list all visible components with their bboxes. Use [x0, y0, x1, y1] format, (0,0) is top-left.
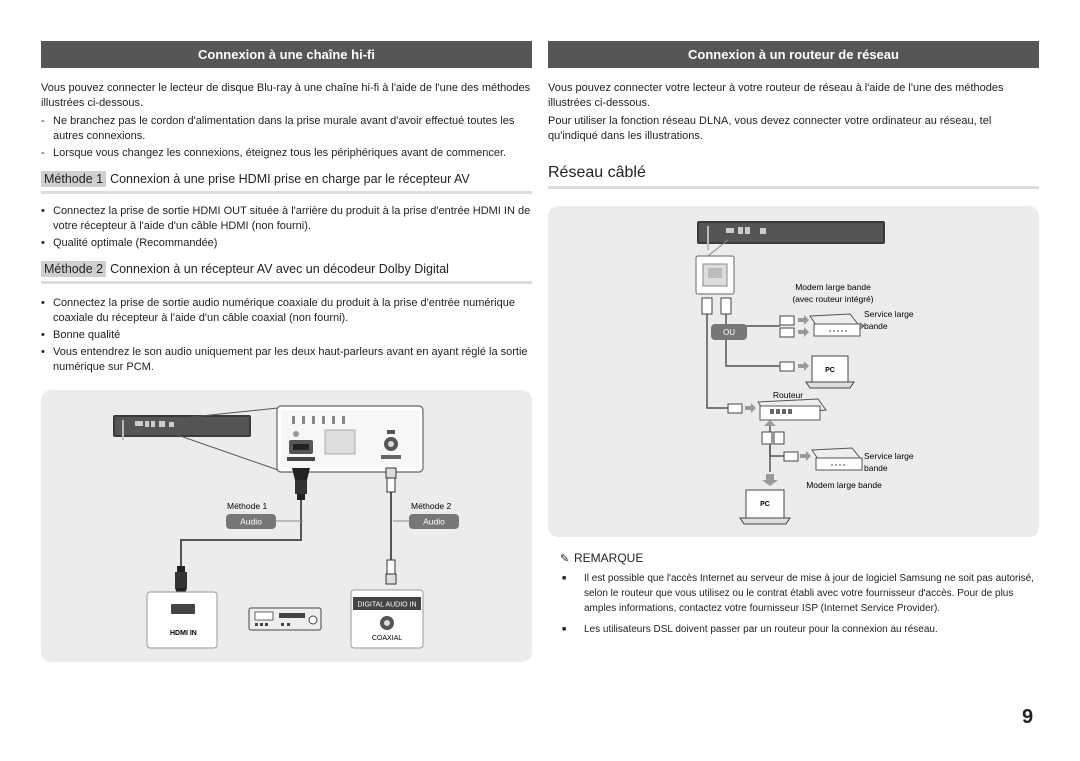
- router-icon: [757, 398, 827, 421]
- ethernet-plug-icon: [779, 327, 795, 338]
- digital-audio-in-label: DIGITAL AUDIO IN: [357, 602, 416, 609]
- ethernet-plug-icon: [761, 431, 773, 445]
- or-badge-text: OU: [723, 328, 735, 337]
- method2-title: Connexion à un récepteur AV avec un déco…: [110, 262, 449, 276]
- method1-title: Connexion à une prise HDMI prise en char…: [110, 172, 470, 186]
- modem-router-icon: [809, 313, 861, 337]
- laptop-pc-icon: PC: [739, 489, 791, 525]
- broadband-service-label-1a: Service large: [864, 309, 914, 319]
- digital-audio-in-box: DIGITAL AUDIO IN COAXIAL: [350, 589, 424, 649]
- bluray-player-icon: [113, 415, 251, 440]
- hifi-intro: Vous pouvez connecter le lecteur de disq…: [41, 82, 531, 109]
- coaxial-plug-bottom: [385, 559, 397, 585]
- ethernet-plug-icon: [773, 431, 785, 445]
- method2-bullet-1: Connectez la prise de sortie audio numér…: [41, 296, 532, 326]
- network-intro-1: Vous pouvez connecter votre lecteur à vo…: [548, 82, 1004, 109]
- modem-router-label-2: (avec routeur intégré): [792, 294, 873, 304]
- method1-bullet-2: Qualité optimale (Recommandée): [41, 236, 532, 251]
- broadband-service-label-1b: bande: [864, 321, 888, 331]
- modem-icon: [811, 447, 863, 471]
- arrow-right-icon: [798, 327, 809, 337]
- lan-port-zoom: [695, 255, 735, 295]
- laptop-pc-icon: PC: [805, 355, 855, 389]
- audio-badge-2: [409, 514, 459, 529]
- method2-bullet-3: Vous entendrez le son audio uniquement p…: [41, 345, 532, 375]
- broadband-service-label-2a: Service large: [864, 451, 914, 461]
- av-receiver-icon: [248, 607, 322, 631]
- hifi-banner: Connexion à une chaîne hi-fi: [41, 41, 532, 68]
- arrow-right-icon: [800, 451, 811, 461]
- ethernet-plug-icon: [701, 297, 713, 315]
- network-intro-2: Pour utiliser la fonction réseau DLNA, v…: [548, 115, 992, 142]
- pc-label-1: PC: [825, 367, 835, 374]
- rear-panel-zoom: [276, 405, 424, 473]
- ethernet-plug-icon: [727, 403, 743, 414]
- arrow-right-icon: [798, 315, 809, 325]
- hifi-diagram: Méthode 1 Audio Méthode 2 Audio HDMI IN …: [113, 405, 459, 649]
- bluray-player-icon: [697, 221, 885, 250]
- note-title: REMARQUE: [574, 551, 644, 565]
- hifi-section: Connexion à une chaîne hi-fi Vous pouvez…: [41, 41, 532, 375]
- audio-badge-2-text: Audio: [423, 517, 445, 527]
- method2-tag: Méthode 2: [41, 261, 107, 277]
- page-number: 9: [1022, 706, 1034, 728]
- method2-label: Méthode 2: [411, 501, 451, 511]
- broadband-service-label-2b: bande: [864, 463, 888, 473]
- pc-label-2: PC: [760, 501, 770, 508]
- note-item-2: Les utilisateurs DSL doivent passer par …: [560, 622, 1035, 637]
- hdmi-plug-top: [292, 468, 310, 500]
- method1-label: Méthode 1: [227, 501, 267, 511]
- pencil-icon: ✎: [560, 552, 570, 565]
- modem-label-2: Modem large bande: [806, 480, 882, 490]
- ethernet-plug-icon: [720, 297, 732, 315]
- note-section: ✎ REMARQUE Il est possible que l'accès I…: [560, 551, 1035, 637]
- audio-badge-1: [226, 514, 276, 529]
- modem-router-label-1: Modem large bande: [795, 282, 871, 292]
- network-diagram: OU Modem large bande (avec routeur intég…: [695, 221, 914, 525]
- arrow-down-icon: [762, 474, 778, 486]
- ethernet-plug-icon: [779, 315, 795, 326]
- method1-tag: Méthode 1: [41, 171, 107, 187]
- arrow-right-icon: [745, 403, 756, 413]
- router-label: Routeur: [773, 390, 803, 400]
- coaxial-label: COAXIAL: [372, 635, 402, 642]
- hifi-note-1: Ne branchez pas le cordon d'alimentation…: [41, 114, 532, 144]
- audio-badge-1-text: Audio: [240, 517, 262, 527]
- note-heading: ✎ REMARQUE: [560, 551, 1035, 565]
- method1-bullet-1: Connectez la prise de sortie HDMI OUT si…: [41, 204, 532, 234]
- hifi-diagram-panel: Méthode 1 Audio Méthode 2 Audio HDMI IN …: [41, 390, 532, 662]
- hifi-note-2: Lorsque vous changez les connexions, éte…: [41, 146, 532, 161]
- network-section: Connexion à un routeur de réseau Vous po…: [548, 41, 1039, 189]
- network-banner: Connexion à un routeur de réseau: [548, 41, 1039, 68]
- arrow-up-icon: [764, 420, 776, 426]
- wired-network-title: Réseau câblé: [548, 164, 1039, 189]
- coaxial-plug-top: [385, 467, 397, 493]
- hdmi-in-label: HDMI IN: [170, 630, 197, 637]
- arrow-right-icon: [798, 361, 809, 371]
- or-badge: [711, 324, 747, 340]
- hdmi-in-box: HDMI IN: [146, 591, 218, 649]
- ethernet-plug-icon: [779, 361, 795, 372]
- network-diagram-panel: OU Modem large bande (avec routeur intég…: [548, 206, 1039, 537]
- method2-bullet-2: Bonne qualité: [41, 328, 532, 343]
- note-item-1: Il est possible que l'accès Internet au …: [560, 571, 1035, 616]
- ethernet-plug-icon: [783, 451, 799, 462]
